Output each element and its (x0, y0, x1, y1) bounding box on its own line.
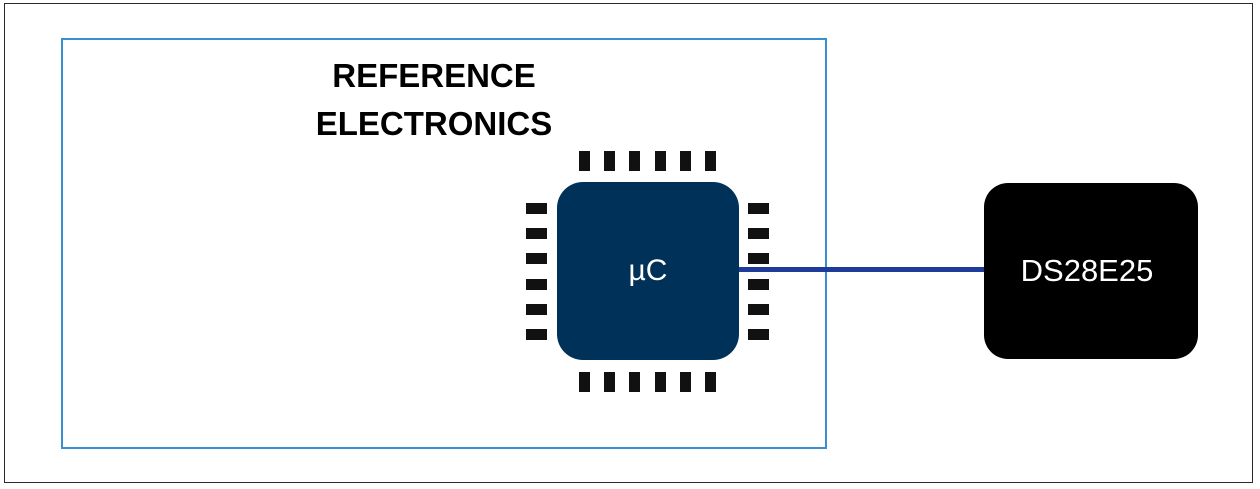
chip-pin-bottom-6 (705, 372, 716, 392)
chip-pin-top-2 (604, 151, 615, 171)
reference-electronics-box (61, 38, 827, 449)
chip-pin-bottom-5 (680, 372, 691, 392)
chip-pin-top-1 (579, 151, 590, 171)
chip-pin-left-6 (526, 329, 547, 340)
chip-pin-left-3 (526, 253, 547, 264)
reference-label-line2: ELECTRONICS (315, 105, 553, 142)
chip-pin-right-5 (748, 304, 769, 315)
chip-pin-bottom-4 (655, 372, 666, 392)
chip-pin-bottom-3 (629, 372, 640, 392)
chip-pin-right-3 (748, 253, 769, 264)
chip-pin-right-4 (748, 279, 769, 290)
reference-label-line1: REFERENCE (332, 57, 536, 94)
chip-pin-right-2 (748, 228, 769, 239)
microcontroller-label: µC (628, 254, 668, 287)
chip-pin-left-1 (526, 203, 547, 214)
chip-pin-left-5 (526, 304, 547, 315)
chip-pin-bottom-2 (604, 372, 615, 392)
reference-electronics-label: REFERENCE ELECTRONICS (300, 52, 568, 148)
chip-pin-right-6 (748, 329, 769, 340)
chip-pin-bottom-1 (579, 372, 590, 392)
diagram-frame (4, 3, 1253, 483)
chip-pin-right-1 (748, 203, 769, 214)
chip-pin-left-4 (526, 279, 547, 290)
chip-pin-top-3 (629, 151, 640, 171)
chip-pin-left-2 (526, 228, 547, 239)
chip-pin-top-6 (705, 151, 716, 171)
microcontroller-chip: µC (557, 182, 739, 360)
chip-pin-top-5 (680, 151, 691, 171)
ds28e25-label: DS28E25 (1020, 253, 1154, 288)
ds28e25-device: DS28E25 (984, 183, 1198, 359)
chip-pin-top-4 (655, 151, 666, 171)
connection-line (739, 267, 985, 272)
